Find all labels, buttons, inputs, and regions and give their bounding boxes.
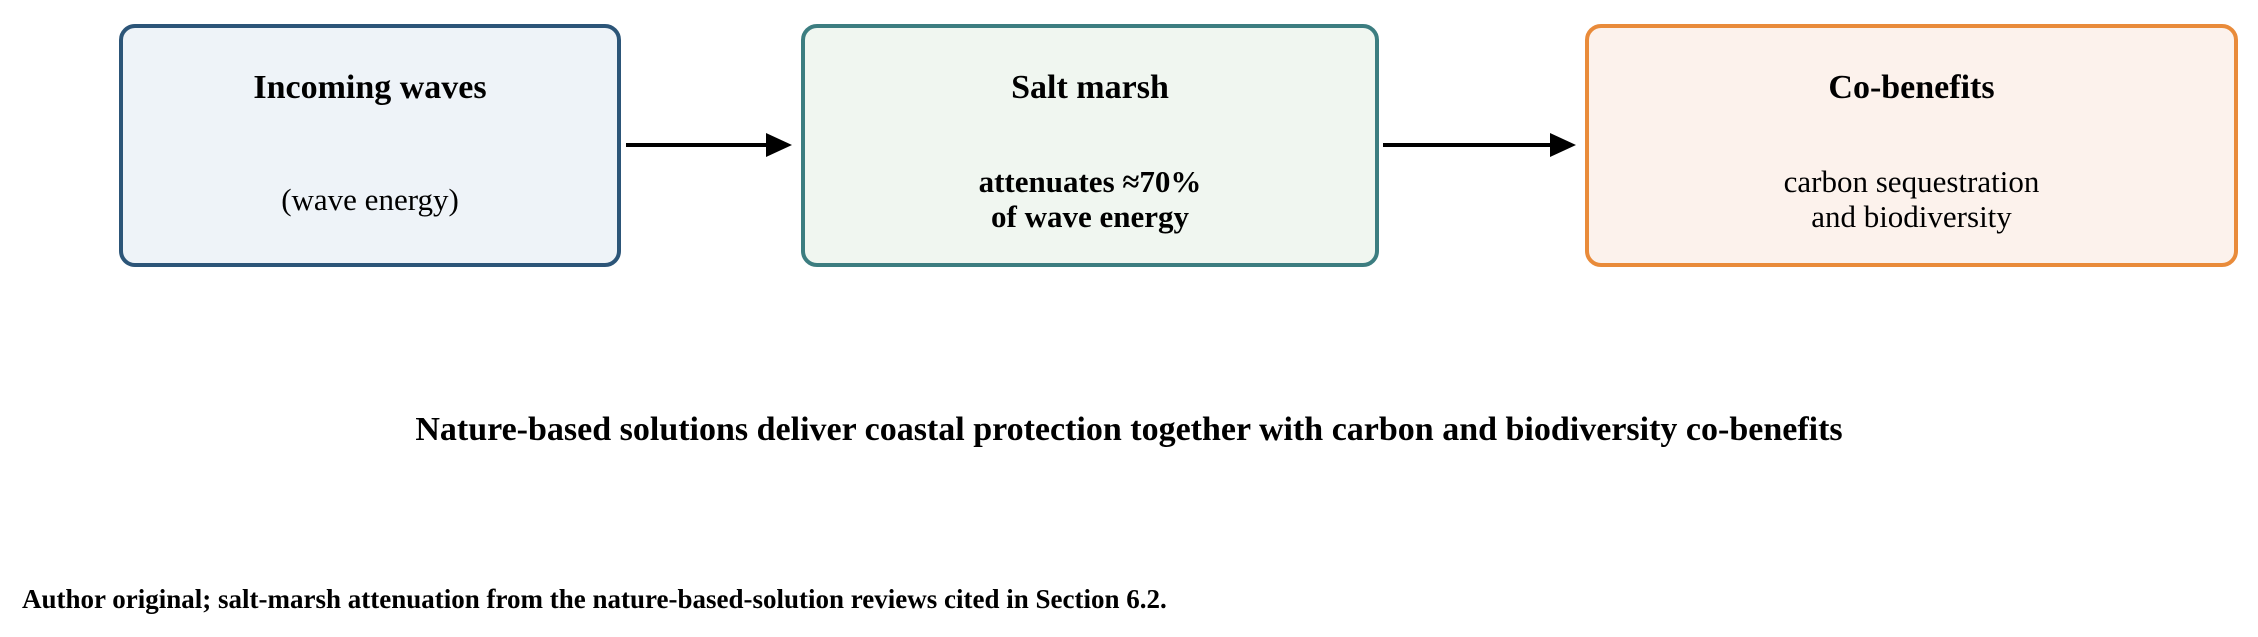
node-description: carbon sequestration and biodiversity	[1783, 164, 2040, 234]
node-co-benefits: Co-benefits carbon sequestration and bio…	[1585, 24, 2238, 267]
arrow-marsh-to-benefits	[1383, 133, 1576, 157]
node-title: Incoming waves	[253, 69, 487, 106]
node-incoming-waves: Incoming waves (wave energy)	[119, 24, 621, 267]
node-salt-marsh: Salt marsh attenuates ≈70% of wave energ…	[801, 24, 1379, 267]
node-title: Salt marsh	[1011, 69, 1169, 106]
node-description: (wave energy)	[281, 182, 459, 217]
node-description: attenuates ≈70% of wave energy	[978, 164, 1202, 234]
diagram-caption: Nature-based solutions deliver coastal p…	[415, 411, 1843, 448]
arrow-waves-to-marsh	[626, 133, 792, 157]
node-title: Co-benefits	[1828, 69, 1995, 106]
source-credit: Author original; salt-marsh attenuation …	[22, 584, 1167, 614]
